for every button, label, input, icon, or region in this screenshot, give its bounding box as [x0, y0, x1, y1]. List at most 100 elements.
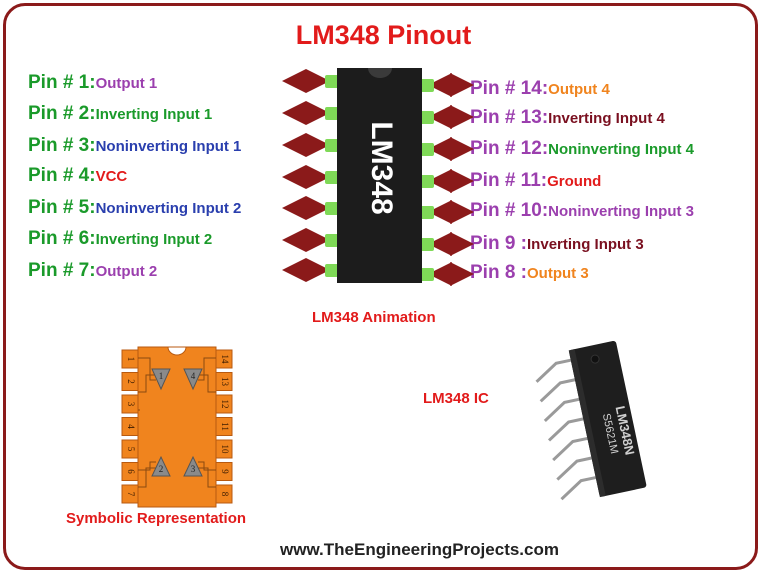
pin-label-11: Pin # 11:Ground [470, 170, 601, 192]
symbol-pin-number: 10 [220, 445, 230, 455]
pin-arrows [282, 69, 474, 286]
pin-label-14: Pin # 14:Output 4 [470, 78, 610, 100]
amp-number: 1 [159, 371, 164, 381]
symbol-pin-number: 6 [126, 469, 136, 474]
pin-label-13: Pin # 13:Inverting Input 4 [470, 107, 665, 129]
lm348-ic-image: S5621M LM348N [535, 340, 647, 501]
website-url: www.TheEngineeringProjects.com [280, 540, 559, 559]
pin-function: Output 1 [95, 75, 158, 92]
symbol-pin-10 [215, 439, 233, 459]
chip-pin-11 [420, 175, 434, 188]
symbol-pin-number: 9 [220, 469, 230, 474]
symbol-pin-3 [121, 394, 139, 414]
chip-pin-13 [420, 111, 434, 124]
symbol-pin-14 [215, 349, 233, 369]
symbol-pin-9 [215, 462, 233, 481]
pin-number: Pin # 12: [470, 138, 549, 159]
pin-function: Output 2 [95, 263, 158, 280]
symbol-pin-number: 3 [126, 402, 136, 407]
amp-number: 2 [159, 464, 164, 474]
amp-number: 4 [191, 371, 196, 381]
chip-pin-1 [325, 75, 339, 88]
symbol-pin-number: 8 [220, 492, 230, 497]
symbol-pin-2 [121, 372, 139, 391]
chip-pin-14 [420, 79, 434, 92]
symbol-pin-number: 12 [220, 400, 230, 409]
pin-function: Noninverting Input 4 [548, 141, 694, 158]
symbol-pin-13 [215, 372, 233, 391]
symbol-pin-5 [121, 439, 139, 459]
chip-pin-2 [325, 107, 339, 120]
pin-number: Pin # 3: [28, 135, 96, 156]
pin-number: Pin # 5: [28, 197, 96, 218]
pin-function: Inverting Input 1 [95, 106, 213, 123]
chip-pin-3 [325, 139, 339, 152]
chip-label: LM348 [365, 121, 398, 214]
pin-number: Pin # 4: [28, 165, 96, 186]
symbol-pin-7 [121, 484, 139, 504]
amp-number: 3 [191, 464, 196, 474]
pin-function: Noninverting Input 3 [548, 203, 694, 220]
pin-number: Pin # 2: [28, 103, 96, 124]
chip-pin-9 [420, 238, 434, 251]
ic-leg [547, 417, 584, 442]
ic-leg [560, 476, 597, 501]
chip-pin-12 [420, 143, 434, 156]
ic-caption: LM348 IC [423, 390, 489, 407]
pin-label-2: Pin # 2:Inverting Input 1 [28, 103, 212, 125]
symbol-pin-number: 11 [220, 422, 230, 431]
pin-function: Noninverting Input 2 [95, 200, 242, 217]
pin-number: Pin # 10: [470, 200, 549, 221]
pin-number: Pin # 13: [470, 107, 549, 128]
pin-function: Noninverting Input 1 [95, 138, 242, 155]
pin-number: Pin # 7: [28, 260, 96, 281]
chip-pin-5 [325, 202, 339, 215]
pin-number: Pin 8 : [470, 262, 528, 283]
chip-pin-8 [420, 268, 434, 281]
pin-label-10: Pin # 10:Noninverting Input 3 [470, 200, 694, 222]
ic-leg [539, 378, 576, 403]
page-title: LM348 Pinout [295, 20, 472, 50]
symbol-pin-4 [121, 417, 139, 436]
pin-label-7: Pin # 7:Output 2 [28, 260, 157, 282]
chip-pin-4 [325, 171, 339, 184]
pin-function: Output 4 [548, 81, 610, 98]
symbol-pin-number: 7 [126, 492, 136, 497]
pin-number: Pin 9 : [470, 233, 528, 254]
pin-number: Pin # 1: [28, 72, 96, 93]
symbolic-caption: Symbolic Representation [66, 510, 247, 527]
pin-function: Inverting Input 4 [548, 110, 665, 127]
ic-leg [543, 397, 580, 422]
pin-number: Pin # 14: [470, 78, 549, 99]
pin-label-1: Pin # 1:Output 1 [28, 72, 157, 94]
symbol-pin-number: 2 [126, 379, 136, 384]
pin-label-3: Pin # 3:Noninverting Input 1 [28, 135, 241, 157]
pin-function: VCC [95, 168, 128, 185]
chip-notch [368, 68, 392, 78]
pin-function: Inverting Input 3 [527, 236, 644, 253]
pin-label-4: Pin # 4:VCC [28, 165, 127, 187]
pin-function: Output 3 [527, 265, 589, 282]
pin-label-8: Pin 8 :Output 3 [470, 262, 589, 284]
pin-number: Pin # 6: [28, 228, 96, 249]
symbol-pin-number: 13 [220, 377, 230, 387]
animation-caption: LM348 Animation [312, 309, 436, 326]
symbol-pin-12 [215, 394, 233, 414]
pin-function: Ground [547, 173, 602, 190]
chip-pin-10 [420, 206, 434, 219]
symbol-pin-8 [215, 484, 233, 504]
symbol-pin-1 [121, 349, 139, 369]
ic-leg [556, 456, 592, 481]
symbol-pin-number: 4 [126, 424, 136, 429]
pin-number: Pin # 11: [470, 170, 548, 191]
symbol-pin-6 [121, 462, 139, 481]
chip-body [337, 68, 422, 283]
pin-function: Inverting Input 2 [95, 231, 213, 248]
pin-label-12: Pin # 12:Noninverting Input 4 [470, 138, 694, 160]
symbol-pin-number: 1 [126, 357, 136, 362]
ic-leg [552, 436, 588, 462]
ic-leg [535, 358, 572, 383]
chip-pins [325, 75, 434, 281]
